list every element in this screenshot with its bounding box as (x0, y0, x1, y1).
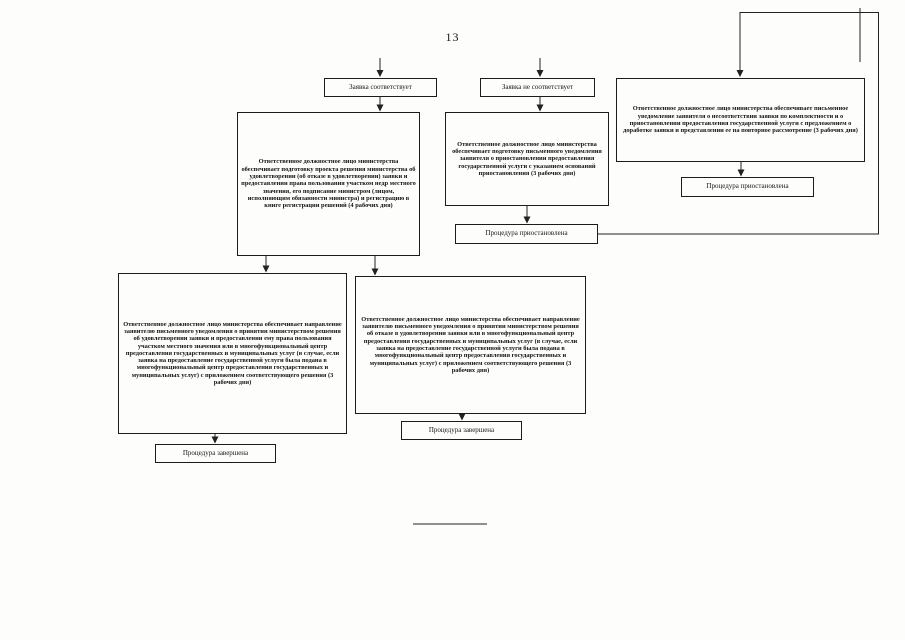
box-refusal-notification: Ответственное должностное лицо министерс… (355, 276, 586, 414)
box-suspension-notice: Ответственное должностное лицо министерс… (445, 112, 609, 206)
box-procedure-suspended-mid: Процедура приостановлена (455, 224, 598, 244)
box-procedure-suspended-right: Процедура приостановлена (681, 177, 814, 197)
box-procedure-completed-left: Процедура завершена (155, 444, 276, 463)
box-application-not-complies: Заявка не соответствует (480, 78, 595, 97)
box-approval-notification: Ответственное должностное лицо министерс… (118, 273, 347, 434)
box-decision-preparation: Ответственное должностное лицо министерс… (237, 112, 420, 256)
box-application-complies: Заявка соответствует (324, 78, 437, 97)
box-procedure-completed-mid: Процедура завершена (401, 421, 522, 440)
box-noncompliance-notice: Ответственное должностное лицо министерс… (616, 78, 865, 162)
page-number: 13 (445, 30, 460, 44)
